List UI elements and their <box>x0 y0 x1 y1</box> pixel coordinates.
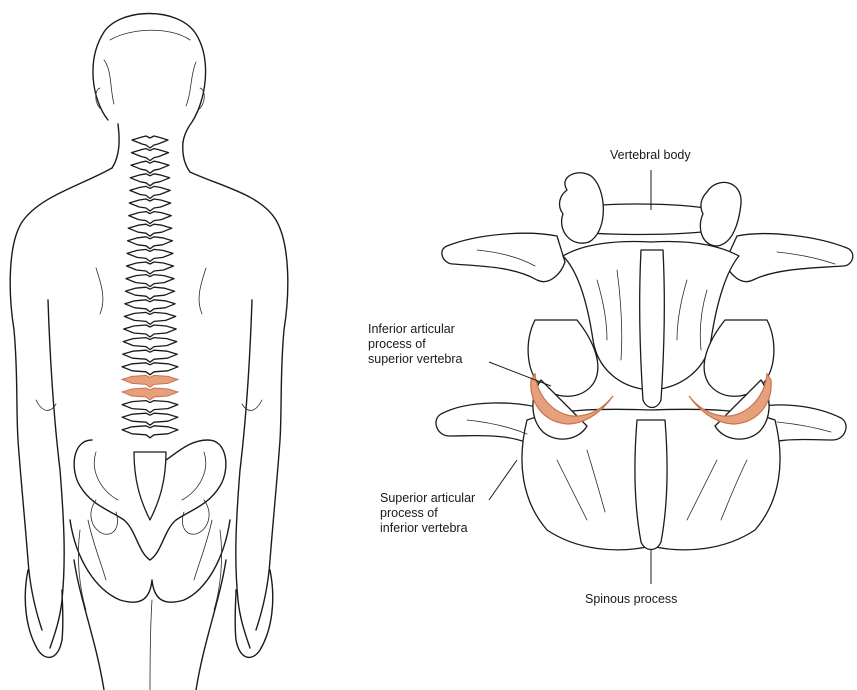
label-inferior-line-3: superior vertebra <box>368 352 463 367</box>
vertebra <box>122 401 178 413</box>
hip-legs <box>70 520 230 602</box>
vertebra <box>130 174 169 186</box>
vertebra <box>129 212 172 224</box>
vertebra <box>131 149 168 161</box>
label-vertebral-body: Vertebral body <box>610 148 691 163</box>
leg-left <box>74 560 104 690</box>
label-superior-line-1: Superior articular <box>380 491 475 506</box>
vertebra <box>123 338 177 350</box>
hip-left <box>91 500 118 534</box>
hair-lines <box>104 30 196 106</box>
facet-joint-illustration <box>417 170 857 610</box>
vertebra <box>130 186 170 198</box>
vertebra <box>129 199 171 211</box>
scapula-right <box>199 268 206 314</box>
vertebra <box>122 413 178 425</box>
vertebra <box>123 350 178 362</box>
vertebra <box>128 224 172 236</box>
upper-transverse-right <box>725 234 853 282</box>
label-superior-line-2: process of <box>380 506 475 521</box>
arm-right-inner <box>236 300 252 648</box>
vertebra <box>125 300 175 312</box>
spine <box>122 136 178 438</box>
upper-transverse-left <box>442 233 565 281</box>
lower-spinous-process <box>635 420 667 550</box>
vertebra <box>122 426 178 438</box>
label-inferior-line-1: Inferior articular <box>368 322 463 337</box>
elbow-right <box>242 400 262 410</box>
upper-knob-right <box>700 182 741 246</box>
vertebra <box>127 249 173 261</box>
sacrum <box>134 452 166 520</box>
label-spinous-process: Spinous process <box>585 592 677 607</box>
leg-right <box>196 560 226 690</box>
vertebra <box>128 237 173 249</box>
vertebra <box>131 161 169 173</box>
label-superior-articular-process: Superior articular process of inferior v… <box>380 491 475 536</box>
vertebra <box>126 275 174 287</box>
vertebra <box>124 312 175 324</box>
scapula-left <box>96 268 103 314</box>
back-view-figure <box>0 0 300 690</box>
leader-superior-process <box>489 460 517 500</box>
upper-knob-left <box>560 173 604 243</box>
vertebra <box>122 363 178 375</box>
vertebra <box>125 287 174 299</box>
highlighted-vertebra <box>122 388 178 400</box>
vertebra <box>124 325 177 337</box>
label-inferior-line-2: process of <box>368 337 463 352</box>
highlighted-vertebra <box>122 375 178 387</box>
label-superior-line-3: inferior vertebra <box>380 521 475 536</box>
leg-inner <box>150 600 152 690</box>
upper-spinous-process <box>640 250 665 408</box>
vertebra <box>127 262 174 274</box>
hip-right <box>183 500 210 534</box>
label-inferior-articular-process: Inferior articular process of superior v… <box>368 322 463 367</box>
vertebra <box>132 136 168 148</box>
